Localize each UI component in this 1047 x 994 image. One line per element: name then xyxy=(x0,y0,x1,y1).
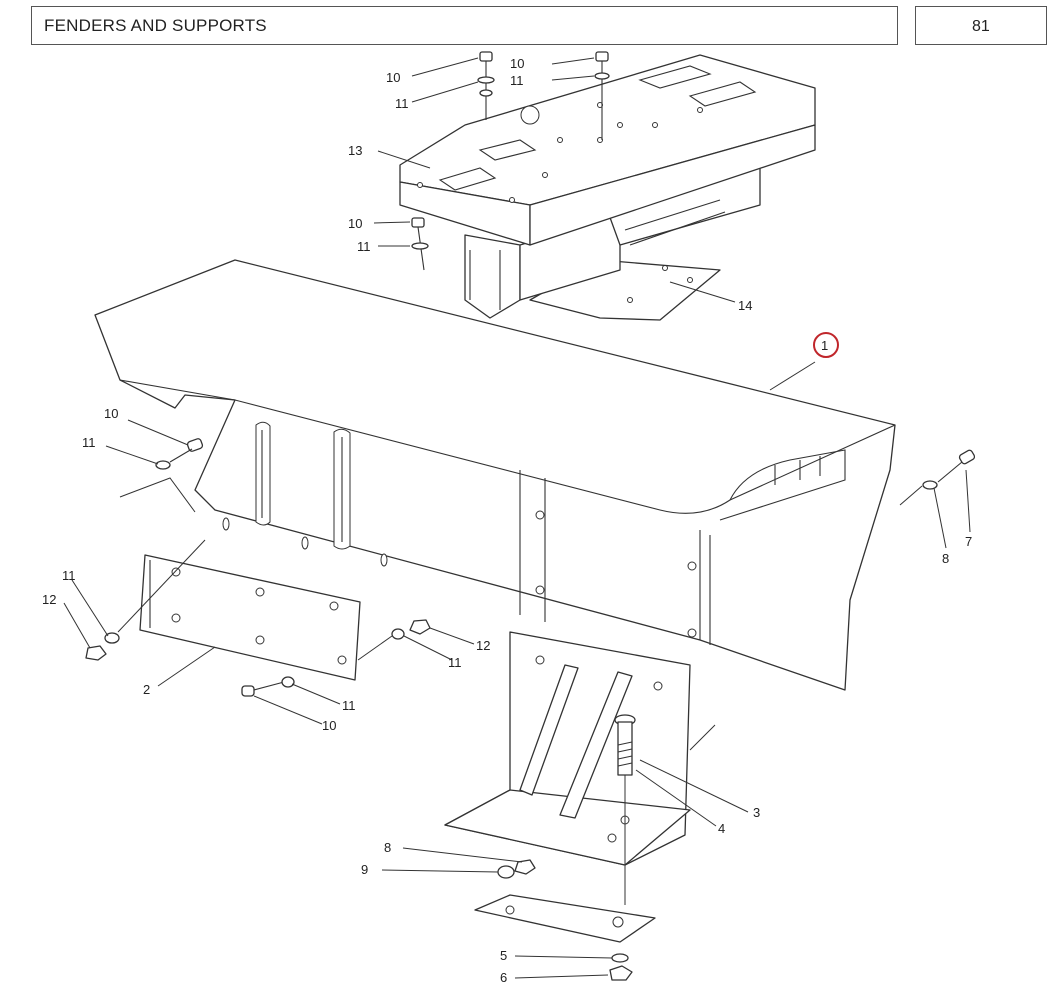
bracket-base-plate xyxy=(444,789,691,866)
upper-support-bracket xyxy=(399,54,816,321)
clamp-plate xyxy=(474,894,656,943)
title-box: FENDERS AND SUPPORTS xyxy=(31,6,898,45)
callout-11-plate-bottom: 11 xyxy=(342,698,356,713)
callout-4: 4 xyxy=(718,821,725,836)
callout-6: 6 xyxy=(500,970,507,985)
callout-11-fender: 11 xyxy=(82,435,96,450)
callout-2: 2 xyxy=(143,682,150,697)
callout-11-top-left: 11 xyxy=(395,96,409,111)
bottom-clamp xyxy=(474,859,656,981)
callout-8-bottom: 8 xyxy=(384,840,391,855)
callout-11-plate-left: 11 xyxy=(62,568,76,583)
page-title: FENDERS AND SUPPORTS xyxy=(44,16,267,35)
callout-10-top-left: 10 xyxy=(386,70,400,85)
callout-10-fender: 10 xyxy=(104,406,118,421)
main-fender xyxy=(94,259,896,691)
callout-12-left: 12 xyxy=(42,592,56,607)
callout-9: 9 xyxy=(361,862,368,877)
highlight-ring xyxy=(813,332,839,358)
fender-slot-1 xyxy=(255,421,271,526)
page-number-box: 81 xyxy=(915,6,1047,45)
callout-14: 14 xyxy=(738,298,752,313)
callout-7: 7 xyxy=(965,534,972,549)
bracket-rib-2 xyxy=(559,671,633,819)
callout-13: 13 xyxy=(348,143,362,158)
leader-lines xyxy=(63,57,971,979)
callout-8-right: 8 xyxy=(942,551,949,566)
left-bolt-assembly xyxy=(119,438,204,513)
bracket-side-face xyxy=(529,124,816,246)
side-plate xyxy=(85,539,431,697)
page-number: 81 xyxy=(972,18,990,35)
bracket-rib-1 xyxy=(519,664,579,796)
callout-10-plate: 10 xyxy=(322,718,336,733)
top-bolts xyxy=(411,51,610,271)
right-bolt-assembly xyxy=(899,449,976,506)
fender-shell xyxy=(94,259,896,691)
callout-3: 3 xyxy=(753,805,760,820)
callout-10-bracket: 10 xyxy=(348,216,362,231)
callout-5: 5 xyxy=(500,948,507,963)
callout-10-top-right: 10 xyxy=(510,56,524,71)
callout-12-right: 12 xyxy=(476,638,490,653)
bracket-wall-left xyxy=(464,234,521,319)
callout-1: 1 xyxy=(821,338,828,353)
side-plate-face xyxy=(139,554,361,681)
callout-11-plate-right: 11 xyxy=(448,655,462,670)
callout-11-bracket: 11 xyxy=(357,239,371,254)
mounting-bracket xyxy=(444,631,716,905)
callout-labels: 1 2 3 4 5 6 7 8 8 9 10 10 10 10 10 11 11… xyxy=(42,56,972,985)
callout-11-top-right: 11 xyxy=(510,73,524,88)
